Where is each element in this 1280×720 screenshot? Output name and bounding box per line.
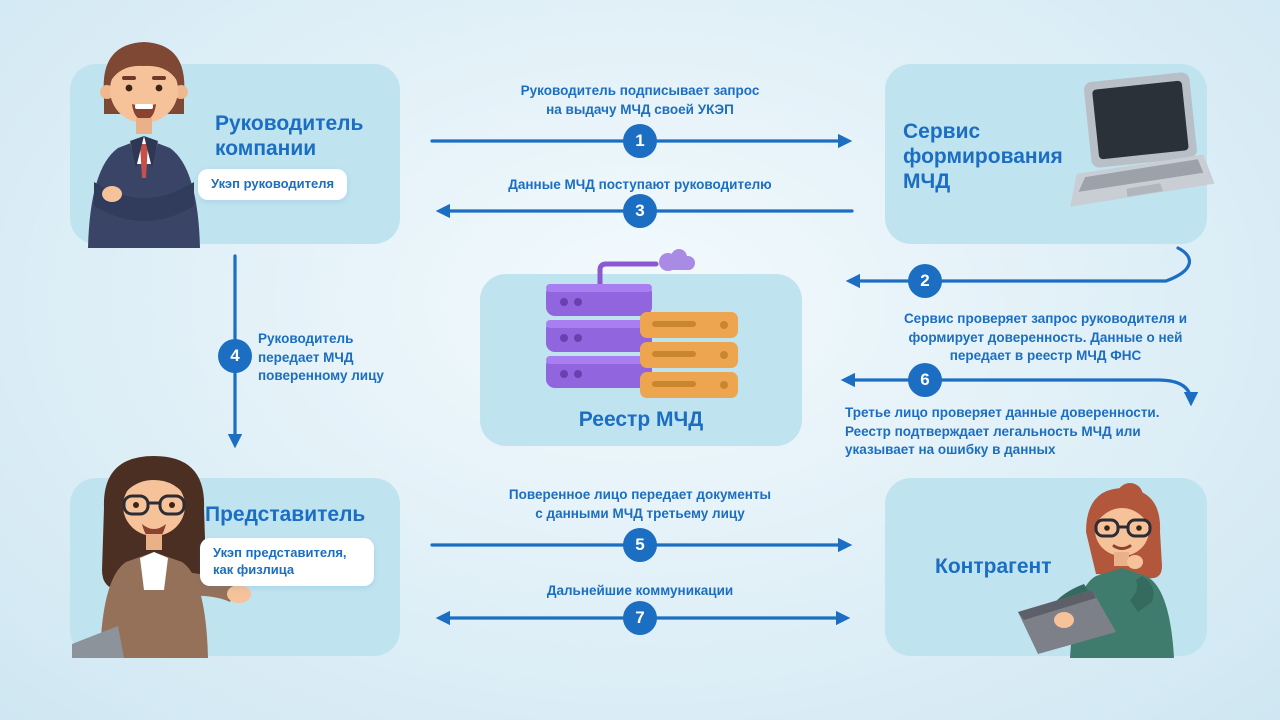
step-label-1: Руководитель подписывает запрос на выдач… (520, 83, 760, 117)
step-circle-7: 7 (623, 601, 657, 635)
step-circle-1: 1 (623, 124, 657, 158)
representative-badge: Укэп представителя, как физлица (200, 538, 374, 586)
counterparty-illustration (1018, 483, 1174, 658)
cloud-icon (659, 249, 695, 271)
representative-title: Представитель (205, 503, 366, 526)
step-circle-5: 5 (623, 528, 657, 562)
step-label-6: Третье лицо проверяет данные доверенност… (845, 405, 1160, 458)
step-label-4: Руководитель передает МЧД поверенному ли… (258, 331, 384, 384)
director-badge: Укэп руководителя (198, 169, 348, 200)
director-illustration (88, 42, 200, 248)
arrow-step-6 (840, 372, 1199, 407)
director-title: Руководитель компании (215, 112, 364, 160)
step-label-2: Сервис проверяет запрос руководителя и ф… (903, 311, 1188, 364)
counterparty-title: Контрагент (935, 555, 1052, 578)
step-label-7: Дальнейшие коммуникации (546, 583, 734, 598)
step-circle-2: 2 (908, 264, 942, 298)
step-label-3: Данные МЧД поступают руководителю (508, 177, 772, 192)
step-circle-3: 3 (623, 194, 657, 228)
arrow-step-2 (845, 246, 1191, 289)
representative-illustration (72, 456, 251, 658)
step-circle-4: 4 (218, 339, 252, 373)
laptop-icon (1070, 72, 1215, 207)
step-circle-6: 6 (908, 363, 942, 397)
service-title: Сервис формирования МЧД (903, 120, 1063, 193)
registry-title: Реестр МЧД (578, 408, 704, 431)
database-servers-icon (546, 249, 738, 398)
step-label-5: Поверенное лицо передает документы с дан… (508, 487, 772, 521)
